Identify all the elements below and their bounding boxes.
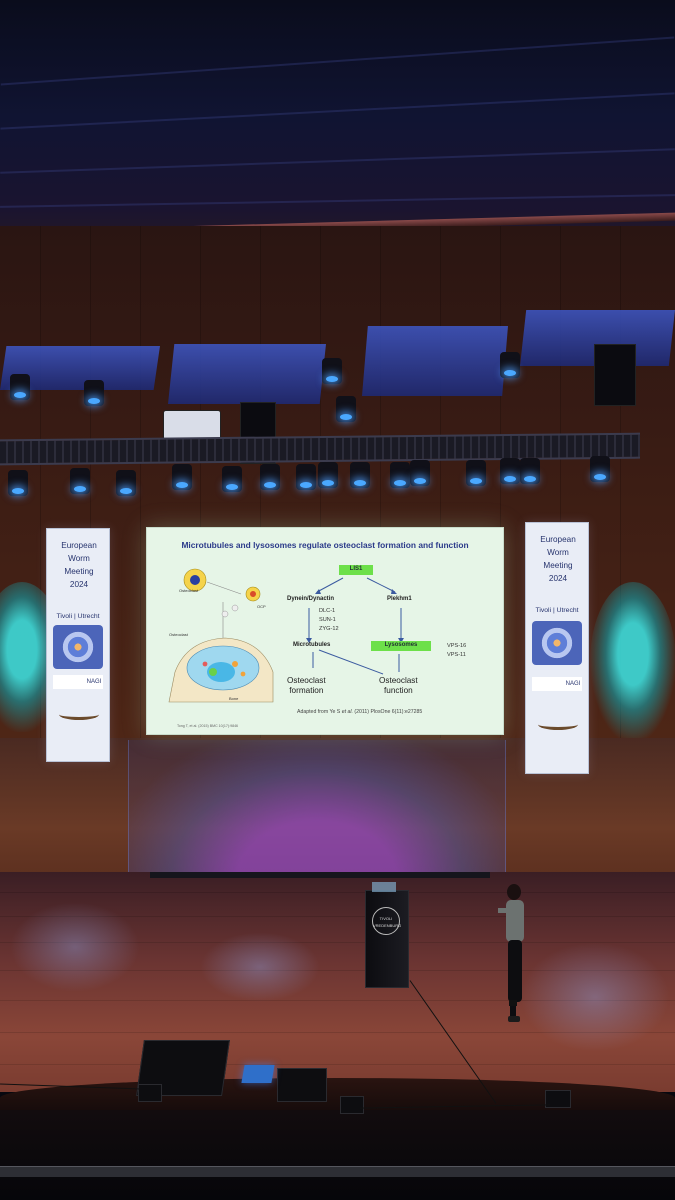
stage-light: [500, 352, 520, 378]
event-banner-right: European Worm Meeting 2024 Tivoli | Utre…: [525, 522, 589, 774]
dynein-label: Dynein/Dynactin: [287, 596, 335, 602]
banner-logos: NAGI: [53, 675, 103, 689]
water-bottles: [372, 882, 396, 892]
banner-venue: Tivoli | Utrecht: [535, 607, 579, 614]
stage-light: [500, 458, 520, 484]
banner-venue: Tivoli | Utrecht: [56, 613, 100, 620]
stage-light: [318, 462, 338, 488]
acoustic-panel: [168, 344, 326, 404]
stage-light: [260, 464, 280, 490]
stage-light: [390, 462, 410, 488]
lectern: TIVOLI VREDENBURG: [365, 890, 409, 988]
label-ocp: OCP: [257, 604, 266, 609]
banner-logos: NAGI: [532, 677, 582, 691]
slide-title: Microtubules and lysosomes regulate oste…: [181, 540, 469, 550]
banner-artwork: [532, 621, 582, 665]
dynein-partner: SUN-1: [319, 617, 336, 623]
microtubules-label: Microtubules: [293, 642, 331, 648]
projector: [163, 410, 221, 440]
stage-floor: [0, 872, 675, 1092]
stage-light: [116, 470, 136, 496]
audience-area: [0, 1110, 675, 1200]
event-banner-left: European Worm Meeting 2024 Tivoli | Utre…: [46, 528, 110, 762]
floor-speaker: [340, 1096, 364, 1114]
balcony-rail: [0, 1166, 675, 1177]
stage-light: [8, 470, 28, 496]
osteoclast-function-label: Osteoclast function: [379, 676, 418, 695]
lis1-box: LIS1: [339, 565, 373, 575]
floor-speaker: [545, 1090, 571, 1108]
stage-light: [322, 358, 342, 384]
stage-monitor: [277, 1068, 327, 1102]
stage-light: [70, 468, 90, 494]
stage-light: [410, 460, 430, 486]
osteoclast-figure: [168, 568, 274, 703]
stage-light: [172, 464, 192, 490]
stage-light: [520, 458, 540, 484]
acoustic-panel: [362, 326, 508, 396]
banner-artwork: [53, 625, 103, 669]
stage-light: [222, 466, 242, 492]
vps-label: VPS-16: [447, 643, 467, 649]
projection-screen: Microtubules and lysosomes regulate oste…: [146, 527, 504, 735]
floor-speaker: [138, 1084, 162, 1102]
slide-citation: Adapted from Ye S et al. (2011) PlosOne …: [297, 709, 423, 715]
worm-icon: [538, 719, 578, 730]
vps-label: VPS-11: [447, 652, 466, 658]
stage-light: [296, 464, 316, 490]
banner-title: European Worm Meeting 2024: [61, 541, 97, 589]
label-osteoblast: Osteoblast: [179, 588, 199, 593]
worm-icon: [59, 709, 99, 720]
dynein-partner: DLC-1: [319, 608, 336, 614]
laptop: [241, 1065, 275, 1083]
stage-light: [590, 456, 610, 482]
blue-light-wash: [128, 740, 506, 880]
stage-light: [84, 380, 104, 406]
presenter: [498, 884, 524, 1022]
banner-title: European Worm Meeting 2024: [540, 535, 576, 583]
stage-light: [10, 374, 30, 400]
stage-light: [466, 460, 486, 486]
figure-citation: Tong T, et al. (2015) BMC 10(17):9846: [177, 724, 239, 728]
plekhm1-label: Plekhm1: [387, 596, 412, 602]
pathway-arrows: [306, 577, 404, 675]
label-bone: Bone: [229, 696, 239, 701]
dynein-partner: ZYG-12: [319, 626, 339, 632]
stage-light: [336, 396, 356, 422]
label-osteoclast: Osteoclast: [169, 632, 188, 637]
venue-logo: TIVOLI VREDENBURG: [372, 907, 401, 935]
floor-light-bar: [150, 872, 490, 878]
stage-light: [350, 462, 370, 488]
osteoclast-formation-label: Osteoclast formation: [287, 676, 326, 695]
hanging-speaker: [594, 344, 636, 406]
lysosomes-box: Lysosomes: [371, 641, 431, 651]
cyan-light-pattern-right: [590, 582, 675, 742]
